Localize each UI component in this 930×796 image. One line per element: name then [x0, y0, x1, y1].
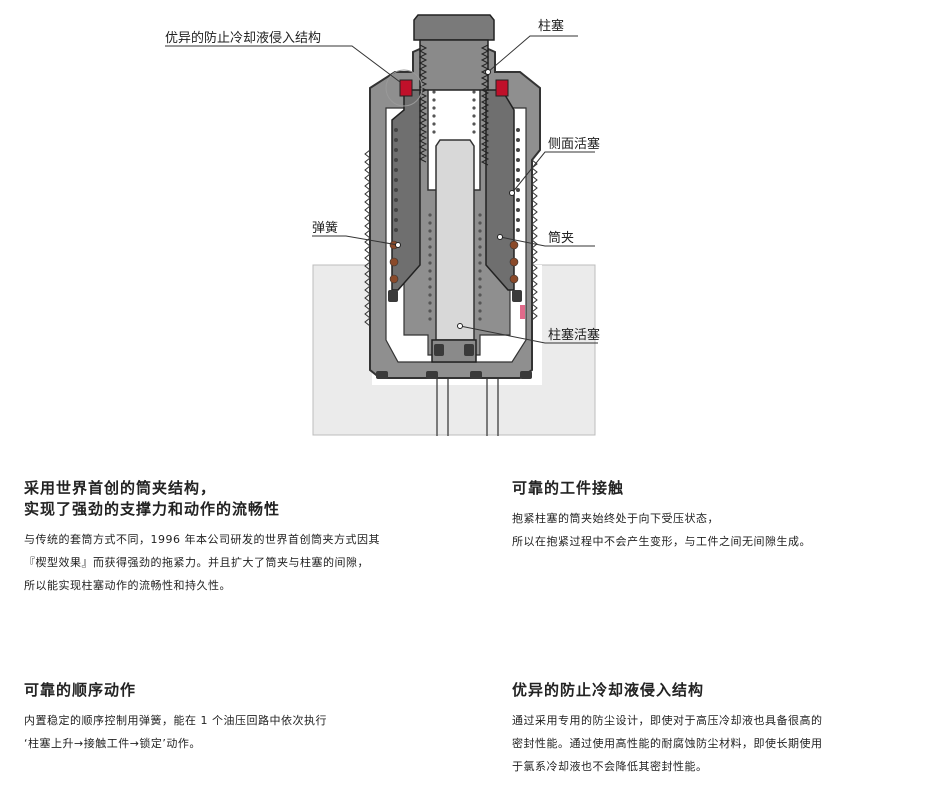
title-line: 优异的防止冷却液侵入结构: [512, 681, 705, 699]
inner-spring: [428, 90, 482, 321]
cross-section-diagram: 优异的防止冷却液侵入结构 柱塞 侧面活塞 弹簧 筒夹 柱塞活塞: [165, 14, 600, 436]
highlight-circle: [385, 69, 423, 107]
leader-lines: [165, 35, 598, 344]
label-side-piston: 侧面活塞: [548, 136, 600, 152]
label-spring: 弹簧: [312, 220, 338, 236]
o-rings: [376, 290, 532, 379]
coolant-seal-right: [495, 79, 509, 97]
sequence-spring: [389, 240, 519, 284]
section-contact: 可靠的工件接触 抱紧柱塞的筒夹始终处于向下受压状态， 所以在抱紧过程中不会产生变…: [512, 478, 912, 553]
label-plunger-piston: 柱塞活塞: [548, 327, 600, 343]
section-coolant-body: 通过采用专用的防尘设计，即使对于高压冷却液也具备很高的 密封性能。通过使用高性能…: [512, 709, 912, 778]
title-line: 可靠的工件接触: [512, 479, 625, 497]
body-line: 所以能实现柱塞动作的流畅性和持久性。: [24, 579, 231, 592]
section-contact-body: 抱紧柱塞的筒夹始终处于向下受压状态， 所以在抱紧过程中不会产生变形，与工件之间无…: [512, 507, 912, 553]
label-plunger: 柱塞: [538, 18, 564, 34]
label-coolant-structure: 优异的防止冷却液侵入结构: [165, 30, 321, 46]
plunger-neck: [419, 39, 489, 91]
body-line: ‘柱塞上升→接触工件→锁定’动作。: [24, 737, 201, 750]
section-coolant: 优异的防止冷却液侵入结构 通过采用专用的防尘设计，即使对于高压冷却液也具备很高的…: [512, 680, 912, 778]
plunger-head: [413, 14, 495, 41]
title-line: 可靠的顺序动作: [24, 681, 137, 699]
plunger-thread: [418, 44, 490, 166]
section-sequence-body: 内置稳定的顺序控制用弹簧，能在 1 个油压回路中依次执行 ‘柱塞上升→接触工件→…: [24, 709, 464, 755]
section-collet: 采用世界首创的筒夹结构， 实现了强劲的支撑力和动作的流畅性 与传统的套筒方式不同…: [24, 478, 464, 597]
collet-right: [485, 89, 515, 291]
body-line: 抱紧柱塞的筒夹始终处于向下受压状态，: [512, 512, 719, 525]
body-line: 通过采用专用的防尘设计，即使对于高压冷却液也具备很高的: [512, 714, 823, 727]
coolant-seal-left: [399, 79, 413, 97]
body-line: 内置稳定的顺序控制用弹簧，能在 1 个油压回路中依次执行: [24, 714, 327, 727]
section-collet-title: 采用世界首创的筒夹结构， 实现了强劲的支撑力和动作的流畅性: [24, 478, 464, 520]
housing-thread: [364, 149, 538, 327]
oil-passage: [436, 378, 499, 436]
body-line: 『楔型效果』而获得强劲的拖紧力。并且扩大了筒夹与柱塞的间隙，: [24, 556, 369, 569]
title-line: 实现了强劲的支撑力和动作的流畅性: [24, 500, 281, 518]
plunger-piston: [435, 139, 475, 341]
section-sequence: 可靠的顺序动作 内置稳定的顺序控制用弹簧，能在 1 个油压回路中依次执行 ‘柱塞…: [24, 680, 464, 755]
label-collet: 筒夹: [548, 230, 574, 246]
section-coolant-title: 优异的防止冷却液侵入结构: [512, 680, 912, 701]
section-sequence-title: 可靠的顺序动作: [24, 680, 464, 701]
section-contact-title: 可靠的工件接触: [512, 478, 912, 499]
body-line: 所以在抱紧过程中不会产生变形，与工件之间无间隙生成。: [512, 535, 811, 548]
side-spring: [394, 128, 520, 232]
body-line: 与传统的套筒方式不同，1996 年本公司研发的世界首创筒夹方式因其: [24, 533, 380, 546]
pink-seal: [520, 305, 525, 319]
title-line: 采用世界首创的筒夹结构，: [24, 479, 217, 497]
section-collet-body: 与传统的套筒方式不同，1996 年本公司研发的世界首创筒夹方式因其 『楔型效果』…: [24, 528, 464, 597]
body-line: 密封性能。通过使用高性能的耐腐蚀防尘材料，即使长期使用: [512, 737, 823, 750]
leader-dots: [395, 69, 515, 329]
body-line: 于氯系冷却液也不会降低其密封性能。: [512, 760, 708, 773]
